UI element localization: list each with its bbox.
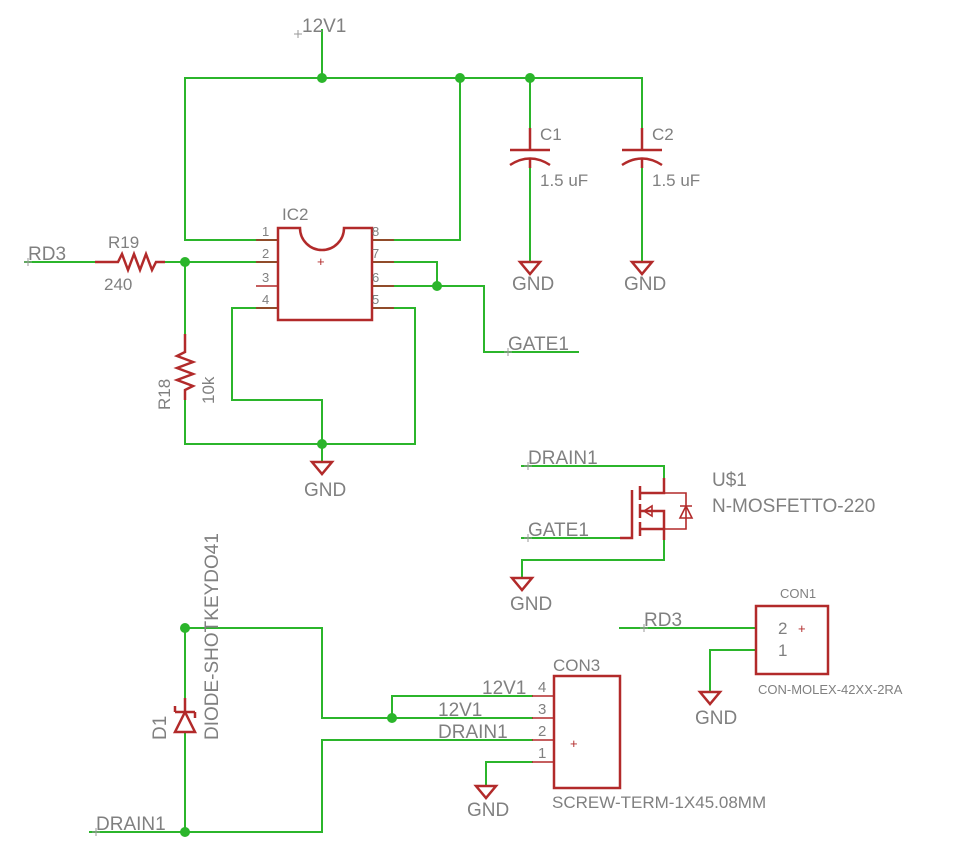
d1-diode: D1 DIODE-SHOTKEYDO41 bbox=[150, 533, 223, 740]
u1-ref-label: U$1 bbox=[712, 470, 747, 491]
gnd-icon bbox=[509, 576, 535, 592]
r18-ref-label: R18 bbox=[155, 379, 174, 410]
net-label-rd3: RD3 bbox=[28, 244, 66, 265]
d1-value-label: DIODE-SHOTKEYDO41 bbox=[202, 533, 223, 740]
label-origin-crosses bbox=[24, 30, 648, 836]
con1-value-label: CON-MOLEX-42XX-2RA bbox=[758, 682, 903, 697]
ic2-pin-8: 8 bbox=[372, 224, 379, 239]
net-label-gate1: GATE1 bbox=[508, 334, 569, 355]
gnd-symbols bbox=[309, 260, 723, 800]
con1-connector: + CON1 2 1 CON-MOLEX-42XX-2RA bbox=[754, 586, 903, 697]
ic2-pin-6: 6 bbox=[372, 270, 379, 285]
ic2-origin-plus: + bbox=[317, 254, 325, 269]
con3-pin-4: 4 bbox=[538, 679, 546, 696]
c1-value-label: 1.5 uF bbox=[540, 171, 588, 190]
net-label-rd3-con1: RD3 bbox=[644, 610, 682, 631]
ic2-symbol: + IC2 1 2 3 4 5 6 7 8 bbox=[256, 205, 394, 322]
junctions bbox=[180, 73, 535, 837]
junction-dot bbox=[455, 73, 465, 83]
ic2-pin-2: 2 bbox=[262, 246, 269, 261]
r19-resistor: R19 240 bbox=[95, 233, 165, 294]
c1-capacitor: C1 1.5 uF bbox=[509, 125, 588, 190]
r19-value-label: 240 bbox=[104, 275, 132, 294]
c2-value-label: 1.5 uF bbox=[652, 171, 700, 190]
r18-resistor: R18 10k bbox=[155, 334, 218, 410]
junction-dot bbox=[180, 623, 190, 633]
gnd-icon bbox=[697, 690, 723, 706]
ic2-pin-7: 7 bbox=[372, 246, 379, 261]
ic2-ref-label: IC2 bbox=[282, 205, 308, 224]
net-labels: 12V1 RD3 GATE1 DRAIN1 GATE1 RD3 12V1 12V… bbox=[28, 16, 737, 835]
ic2-pin-1: 1 bbox=[262, 224, 269, 239]
con1-ref-label: CON1 bbox=[780, 586, 816, 601]
junction-dot bbox=[180, 827, 190, 837]
ic2-pin-3: 3 bbox=[262, 270, 269, 285]
con3-pin-3: 3 bbox=[538, 701, 546, 718]
u1-value-label: N-MOSFETTO-220 bbox=[712, 496, 875, 517]
con1-origin-plus: + bbox=[798, 621, 806, 636]
con1-pin-2: 2 bbox=[778, 619, 787, 638]
con3-pin-2: 2 bbox=[538, 723, 546, 740]
ic2-pin-4: 4 bbox=[262, 292, 269, 307]
u1-mosfet: U$1 N-MOSFETTO-220 bbox=[620, 470, 875, 540]
con3-origin-plus: + bbox=[570, 736, 578, 751]
gnd-label-mosfet: GND bbox=[510, 594, 552, 615]
gnd-label-c1: GND bbox=[512, 274, 554, 295]
gnd-icon bbox=[517, 260, 543, 276]
gnd-label-con1: GND bbox=[695, 708, 737, 729]
junction-dot bbox=[387, 713, 397, 723]
c2-capacitor: C2 1.5 uF bbox=[621, 125, 700, 190]
junction-dot bbox=[317, 439, 327, 449]
gnd-label-c2: GND bbox=[624, 274, 666, 295]
net-label-12v1-con3-4: 12V1 bbox=[482, 678, 526, 699]
junction-dot bbox=[180, 257, 190, 267]
con3-pin-1: 1 bbox=[538, 745, 546, 762]
c1-ref-label: C1 bbox=[540, 125, 562, 144]
con3-connector: + CON3 4 3 2 1 SCREW-TERM-1X45.08MM bbox=[532, 656, 766, 812]
net-label-gate1-mosfet: GATE1 bbox=[528, 520, 589, 541]
wires bbox=[24, 29, 757, 833]
con3-ref-label: CON3 bbox=[553, 656, 600, 675]
gnd-label-con3: GND bbox=[467, 800, 509, 821]
gnd-icon bbox=[309, 460, 335, 476]
ic2-pin-5: 5 bbox=[372, 292, 379, 307]
con3-value-label: SCREW-TERM-1X45.08MM bbox=[552, 793, 766, 812]
junction-dot bbox=[525, 73, 535, 83]
gnd-icon bbox=[473, 784, 499, 800]
d1-ref-label: D1 bbox=[150, 716, 171, 740]
gnd-icon bbox=[629, 260, 655, 276]
junction-dot bbox=[432, 281, 442, 291]
net-label-drain1-mosfet: DRAIN1 bbox=[528, 448, 598, 469]
r19-ref-label: R19 bbox=[108, 233, 139, 252]
net-label-drain1-bottom: DRAIN1 bbox=[96, 814, 166, 835]
gnd-label-ic2: GND bbox=[304, 480, 346, 501]
r18-value-label: 10k bbox=[199, 376, 218, 404]
net-label-12v1-top: 12V1 bbox=[302, 16, 346, 37]
junction-dot bbox=[317, 73, 327, 83]
net-label-12v1-con3-3: 12V1 bbox=[438, 700, 482, 721]
net-label-drain1-con3: DRAIN1 bbox=[438, 722, 508, 743]
c2-ref-label: C2 bbox=[652, 125, 674, 144]
con1-pin-1: 1 bbox=[778, 641, 787, 660]
